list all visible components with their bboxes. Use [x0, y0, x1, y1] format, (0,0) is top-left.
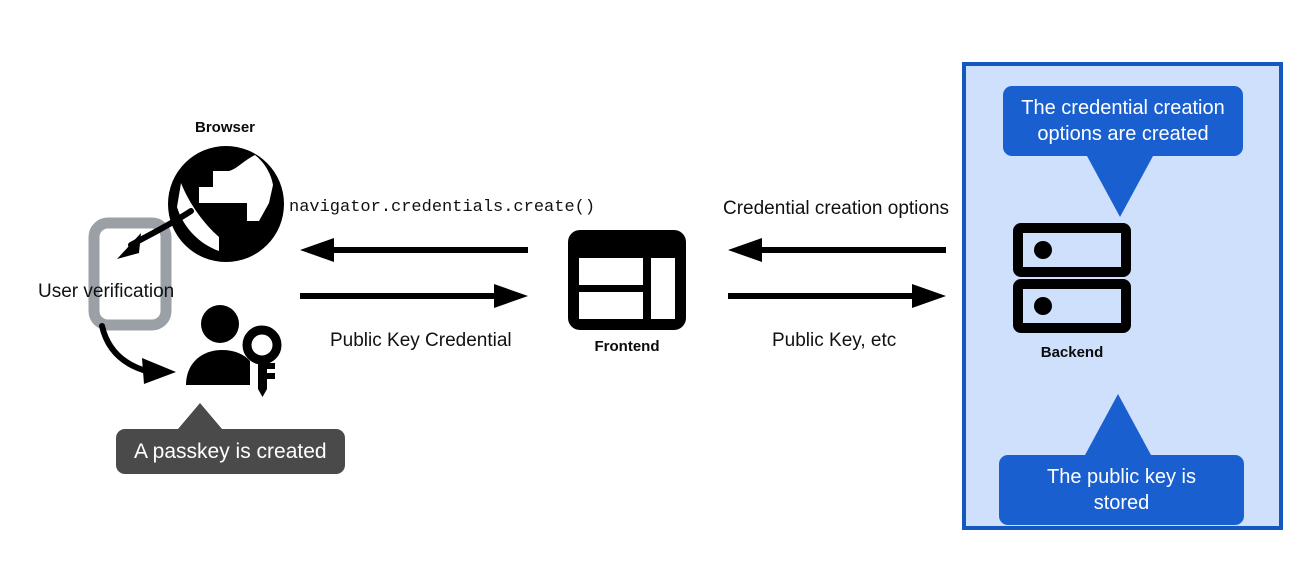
callout-public-key-stored-line2: stored [1093, 492, 1150, 514]
server-rack-icon [1013, 223, 1131, 333]
arrow-phone-to-user [96, 320, 206, 390]
callout-public-key-stored: The public key is stored [999, 394, 1244, 525]
callout-credential-options-text: The credential creation options are crea… [1003, 86, 1243, 156]
callout-credential-options: The credential creation options are crea… [1003, 86, 1243, 217]
callout-public-key-stored-tail [1085, 394, 1151, 455]
callout-public-key-stored-line1: The public key is [1047, 466, 1196, 488]
globe-icon [163, 141, 289, 267]
arrow-browser-to-phone [95, 205, 205, 275]
frontend-label: Frontend [594, 338, 660, 355]
smartphone-icon [88, 217, 172, 331]
tooltip-passkey-created-tail [178, 403, 222, 429]
arrow-frontend-to-backend [728, 284, 946, 308]
arrow-label-credential-creation-options: Credential creation options [723, 198, 950, 219]
callout-public-key-stored-text: The public key is stored [999, 455, 1244, 525]
arrow-frontend-to-browser [300, 238, 528, 262]
tooltip-passkey-created-text: A passkey is created [116, 429, 345, 474]
tooltip-passkey-created: A passkey is created [116, 403, 345, 474]
arrow-label-public-key-credential: Public Key Credential [330, 330, 512, 351]
browser-label: Browser [194, 119, 256, 136]
arrow-label-navigator-create: navigator.credentials.create() [289, 198, 596, 217]
user-verification-label: User verification [38, 281, 175, 302]
arrow-label-public-key-etc: Public Key, etc [772, 330, 897, 351]
person-with-key-icon [184, 305, 288, 397]
callout-credential-options-line2: options are created [1037, 123, 1209, 145]
arrow-backend-to-frontend [728, 238, 946, 262]
callout-credential-options-tail [1087, 156, 1153, 217]
callout-credential-options-line1: The credential creation [1021, 97, 1225, 119]
arrow-browser-to-frontend [300, 284, 528, 308]
backend-label: Backend [1040, 344, 1104, 361]
dashboard-layout-icon [568, 230, 686, 330]
